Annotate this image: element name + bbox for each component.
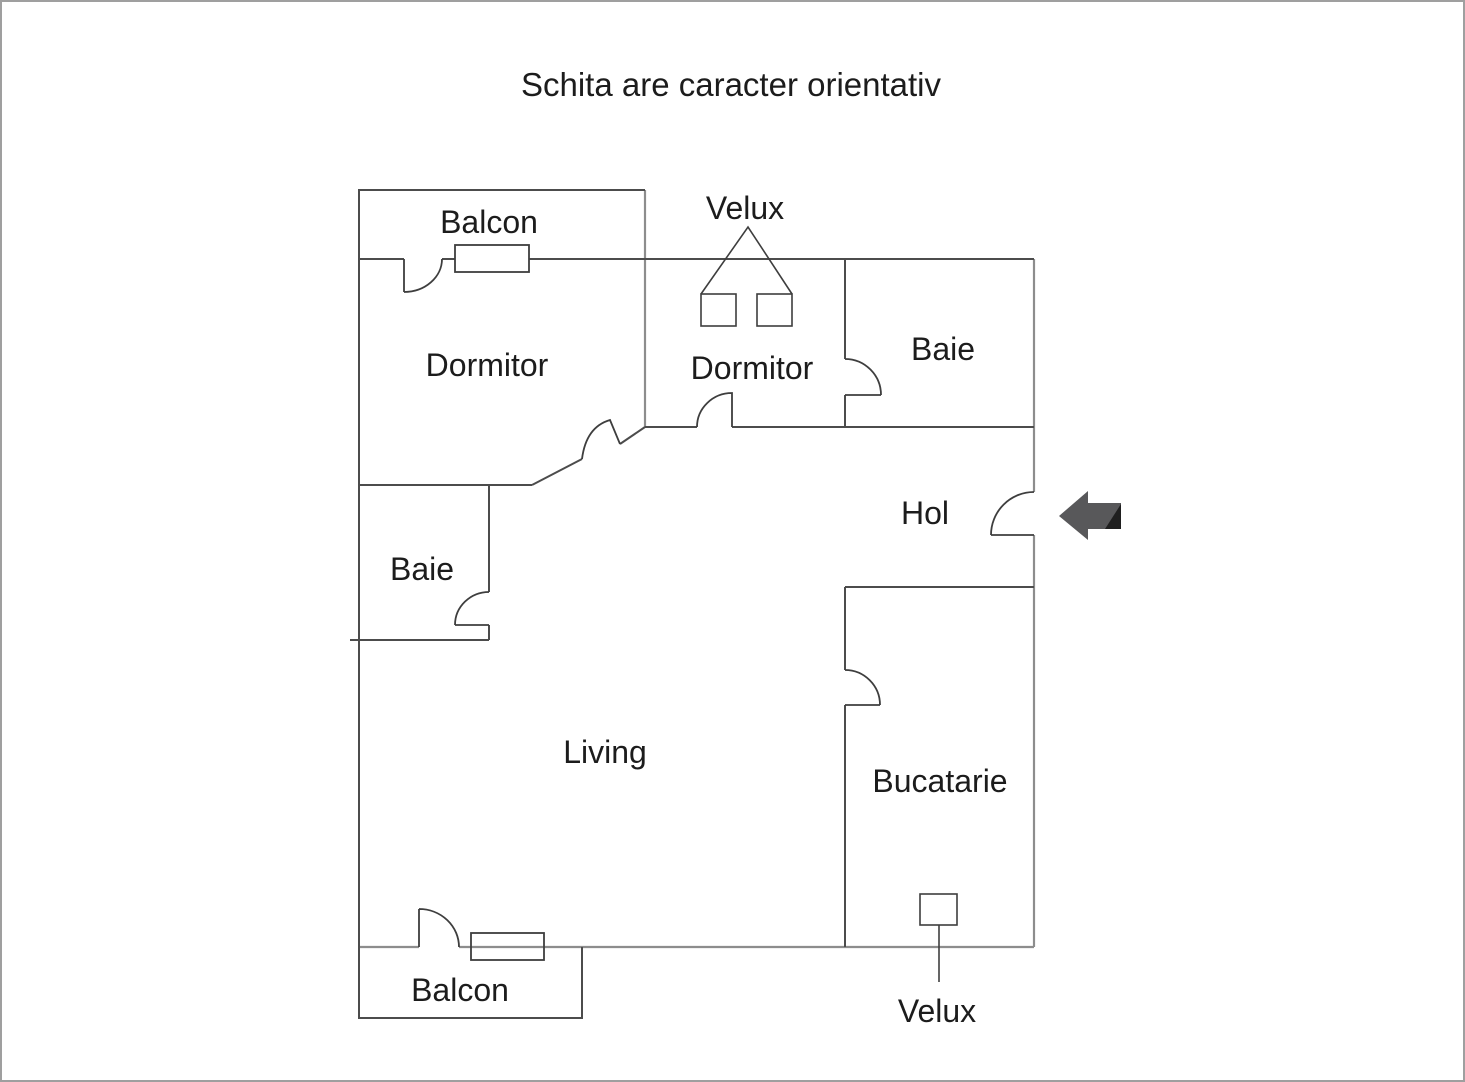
wall-bucatarie xyxy=(844,586,1034,947)
door-baie-top xyxy=(844,358,882,396)
room-label-baie-left: Baie xyxy=(390,551,454,587)
room-label-bucatarie: Bucatarie xyxy=(872,763,1007,799)
velux-top-window-left-icon xyxy=(700,293,737,327)
entrance-arrow-icon xyxy=(1059,491,1121,540)
velux-bottom-window-icon xyxy=(919,893,958,926)
marker-label-velux-top: Velux xyxy=(706,190,784,226)
window-balcon-top xyxy=(454,244,530,273)
velux-top-roof-icon xyxy=(700,225,793,295)
room-label-balcon-bottom: Balcon xyxy=(411,972,509,1008)
door-baie-left xyxy=(454,591,490,626)
door-balcon-bottom xyxy=(418,908,460,948)
room-label-living: Living xyxy=(563,734,647,770)
room-label-dormitor-mid: Dormitor xyxy=(691,350,814,386)
velux-top-window-right-icon xyxy=(756,293,793,327)
door-bucatarie xyxy=(844,669,881,706)
marker-label-velux-bottom: Velux xyxy=(898,993,976,1029)
window-balcon-bottom xyxy=(470,932,545,961)
door-dormitor-mid xyxy=(696,392,733,428)
page-title: Schita are caracter orientativ xyxy=(521,66,942,103)
entrance-arrow-body xyxy=(1059,491,1121,540)
room-label-balcon-top: Balcon xyxy=(440,204,538,240)
door-entry xyxy=(990,491,1035,536)
door-dormitor-left xyxy=(581,418,621,460)
door-balcon-top xyxy=(403,258,443,293)
wall-baie-left-room xyxy=(350,484,532,641)
wall-diagonal-dormitor xyxy=(531,426,646,486)
wall-balcon-bottom xyxy=(358,947,583,1019)
room-label-baie-top: Baie xyxy=(911,331,975,367)
wall-outer-left-and-balcon-top xyxy=(358,189,645,947)
entrance-arrow-shadow xyxy=(1105,504,1121,529)
room-label-hol: Hol xyxy=(901,495,949,531)
room-label-dormitor-left: Dormitor xyxy=(426,347,549,383)
